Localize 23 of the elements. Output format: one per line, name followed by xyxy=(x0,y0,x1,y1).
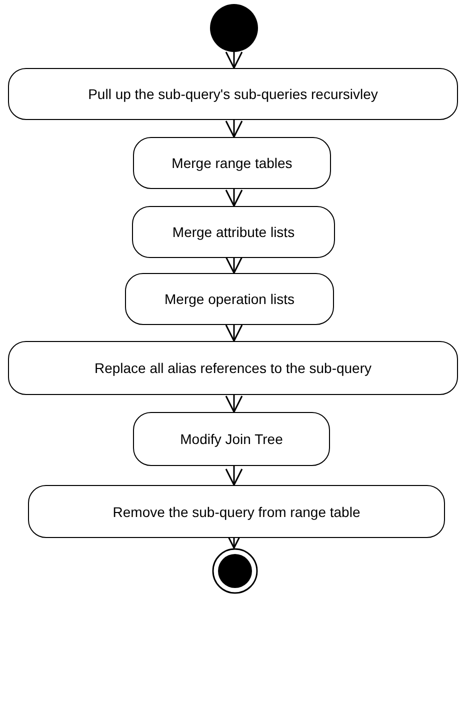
activity-label: Merge operation lists xyxy=(164,291,296,307)
arrow xyxy=(225,324,243,342)
arrow xyxy=(225,395,243,413)
arrow xyxy=(225,466,243,486)
arrow xyxy=(225,51,243,69)
activity-box xyxy=(125,273,334,325)
activity-label: Merge range tables xyxy=(170,155,294,171)
activity-label: Remove the sub-query from range table xyxy=(112,504,362,520)
activity-label: Pull up the sub-query's sub-queries recursivley xyxy=(87,86,379,102)
activity-label: Modify Join Tree xyxy=(179,431,284,447)
arrow xyxy=(225,189,243,207)
activity-box xyxy=(28,485,445,538)
activity-box xyxy=(133,412,330,466)
activity-box xyxy=(8,68,458,120)
initial-node xyxy=(210,4,258,52)
arrow xyxy=(225,256,243,274)
activity-box xyxy=(133,137,331,189)
activity-box xyxy=(8,341,458,395)
arrow xyxy=(225,120,243,138)
activity-label: Merge attribute lists xyxy=(171,224,296,240)
activity-box xyxy=(132,206,335,258)
final-node xyxy=(212,548,258,594)
activity-label: Replace all alias references to the sub-query xyxy=(93,360,373,376)
